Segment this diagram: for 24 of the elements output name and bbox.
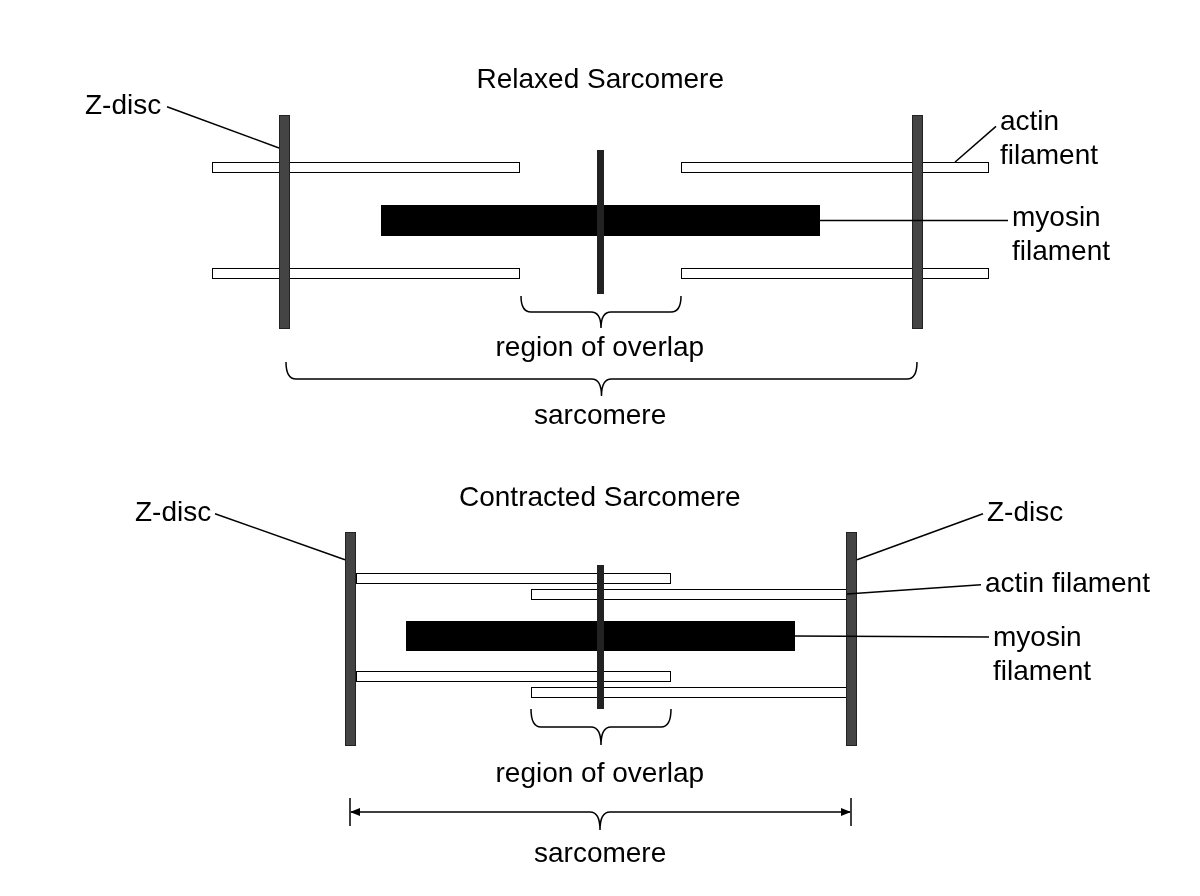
- leader-line: [846, 583, 982, 595]
- figure-title: Contracted Sarcomere: [459, 480, 741, 514]
- actin-filament: [681, 162, 989, 173]
- actin-filament: [531, 589, 847, 600]
- part-label: actin filament: [985, 566, 1150, 600]
- part-label: actin filament: [1000, 104, 1140, 172]
- part-label: myosin filament: [993, 620, 1123, 688]
- dimension-label: sarcomere: [534, 836, 667, 870]
- leader-line: [794, 635, 990, 638]
- dimension-label: region of overlap: [495, 330, 705, 364]
- part-label: myosin filament: [1012, 200, 1142, 268]
- part-label: Z-disc: [987, 495, 1064, 529]
- dimension-label: region of overlap: [495, 756, 705, 790]
- leader-line: [166, 105, 280, 149]
- leader-line: [856, 512, 984, 561]
- part-label: Z-disc: [135, 495, 212, 529]
- figure-title: Relaxed Sarcomere: [476, 62, 724, 96]
- myosin-filament: [406, 621, 795, 651]
- leader-line: [954, 125, 997, 163]
- leader-line: [819, 219, 1009, 222]
- myosin-filament: [381, 205, 820, 236]
- part-label: Z-disc: [85, 88, 162, 122]
- dimension-label: sarcomere: [534, 398, 667, 432]
- leader-line: [214, 512, 346, 561]
